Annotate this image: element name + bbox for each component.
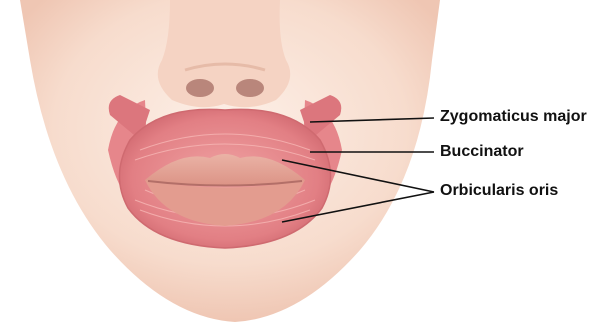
label-orbicularis-oris: Orbicularis oris [440,182,558,200]
nose [158,0,290,107]
label-zygomaticus-major: Zygomaticus major [440,108,587,126]
label-buccinator: Buccinator [440,143,524,161]
